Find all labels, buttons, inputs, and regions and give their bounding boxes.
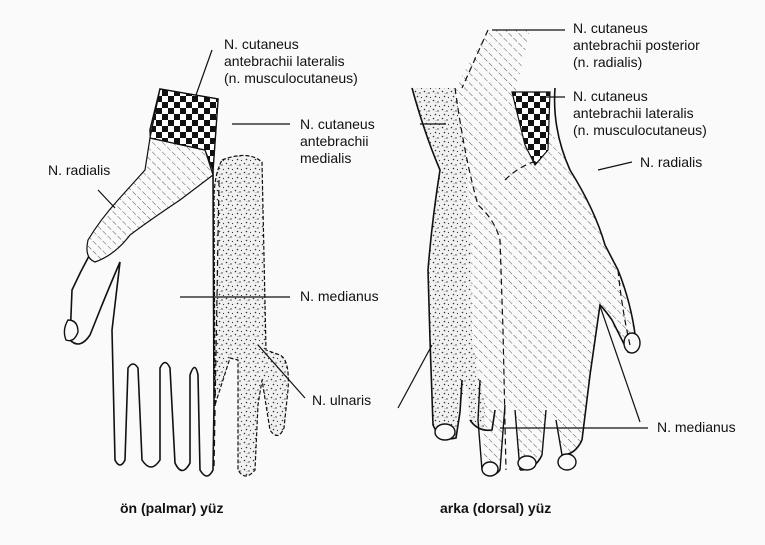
caption-palmar: ön (palmar) yüz xyxy=(120,500,223,517)
leader-dorsal-radialis xyxy=(598,162,632,170)
dorsal-thumb-nail xyxy=(624,333,640,353)
label-dorsal-medianus: N. medianus xyxy=(657,419,736,436)
palmar-ulnaris-zone xyxy=(214,155,288,476)
label-dorsal-radialis: N. radialis xyxy=(640,154,702,171)
leader-palmar-radialis xyxy=(98,190,115,208)
caption-dorsal: arka (dorsal) yüz xyxy=(440,500,551,517)
label-palmar-ulnaris: N. ulnaris xyxy=(312,392,371,409)
label-palmar-radialis: N. radialis xyxy=(48,162,110,179)
label-dorsal-musculocutaneus: N. cutaneus antebrachii lateralis (n. mu… xyxy=(573,88,707,139)
leader-palmar-musculo xyxy=(196,50,212,95)
label-dorsal-posterior: N. cutaneus antebrachii posterior (n. ra… xyxy=(573,20,700,71)
dorsal-nail-1 xyxy=(435,424,455,440)
dorsal-nail-4 xyxy=(558,454,576,470)
leader-dorsal-ulnaris xyxy=(398,345,432,408)
label-palmar-medianus: N. medianus xyxy=(300,288,379,305)
palmar-hand xyxy=(64,89,288,476)
label-palmar-musculocutaneus: N. cutaneus antebrachii lateralis (n. mu… xyxy=(224,36,358,87)
label-palmar-medialis: N. cutaneus antebrachii medialis xyxy=(300,116,375,167)
dorsal-nail-3 xyxy=(518,456,536,470)
dorsal-nail-2 xyxy=(482,462,498,476)
